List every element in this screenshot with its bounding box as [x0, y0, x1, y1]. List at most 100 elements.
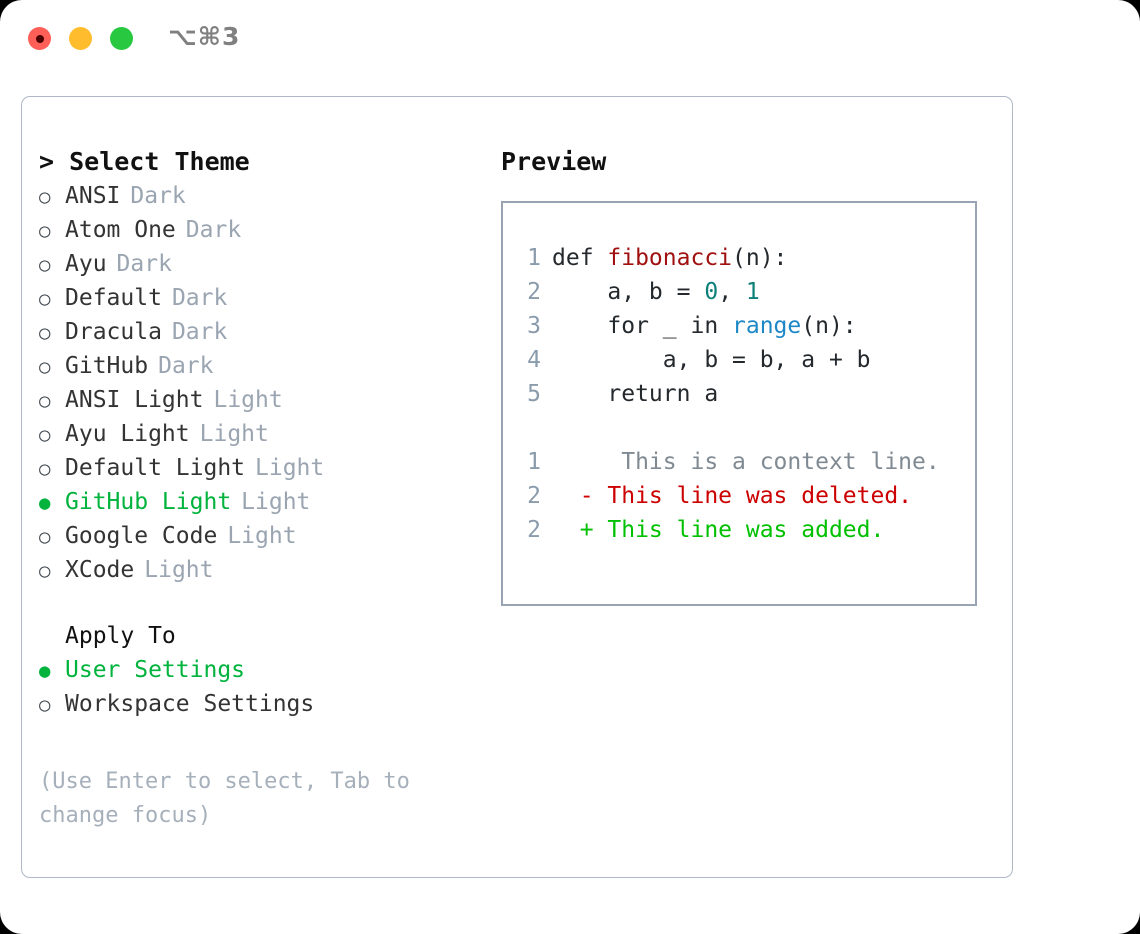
- title-bar: ⌥⌘3: [0, 0, 1140, 78]
- apply-to-section: Apply To ● User Settings ○ Workspace Settin…: [39, 619, 489, 721]
- code-token: ,: [718, 279, 746, 305]
- radio-selected-icon[interactable]: ●: [39, 492, 51, 514]
- theme-option[interactable]: ○ GitHub Dark: [39, 349, 489, 383]
- line-number: 5: [527, 381, 541, 407]
- line-number: 2: [527, 483, 541, 509]
- diff-line-text: - This line was deleted.: [552, 483, 913, 509]
- theme-variant-badge: Light: [227, 523, 297, 549]
- minimize-button[interactable]: [69, 27, 92, 50]
- line-number: 2: [527, 279, 541, 305]
- code-token: for _ in: [552, 313, 733, 339]
- theme-variant-badge: Light: [144, 557, 214, 583]
- diff-sample: 1 This is a context line. 2 - This line w…: [519, 445, 967, 547]
- line-number: 2: [527, 517, 541, 543]
- radio-unselected-icon[interactable]: ○: [39, 220, 51, 242]
- diff-line: 2 - This line was deleted.: [519, 479, 967, 513]
- theme-option-label: Atom One: [65, 217, 176, 243]
- diff-line-text: This is a context line.: [552, 449, 940, 475]
- theme-option-label: Ayu Light: [65, 421, 190, 447]
- code-diff-spacer: [519, 411, 967, 445]
- code-line: 2 a, b = 0, 1: [519, 275, 967, 309]
- theme-variant-badge: Dark: [116, 251, 172, 277]
- code-token: a, b =: [552, 279, 705, 305]
- radio-unselected-icon[interactable]: ○: [39, 356, 51, 378]
- theme-option-label: Ayu: [65, 251, 107, 277]
- theme-variant-badge: Dark: [158, 353, 214, 379]
- theme-variant-badge: Dark: [171, 285, 228, 311]
- theme-option[interactable]: ○ ANSI Dark: [39, 179, 489, 213]
- code-token: range: [732, 313, 802, 339]
- close-button[interactable]: [28, 27, 51, 50]
- radio-unselected-icon[interactable]: ○: [39, 322, 51, 344]
- radio-unselected-icon[interactable]: ○: [39, 390, 51, 412]
- radio-unselected-icon[interactable]: ○: [39, 186, 51, 208]
- theme-variant-badge: Light: [241, 489, 311, 515]
- code-line: 4 a, b = b, a + b: [519, 343, 967, 377]
- code-token: a, b = b, a + b: [552, 347, 871, 373]
- theme-option-label: ANSI: [65, 183, 121, 209]
- radio-unselected-icon[interactable]: ○: [39, 424, 51, 446]
- radio-unselected-icon[interactable]: ○: [39, 694, 51, 716]
- select-theme-header: > Select Theme: [39, 147, 250, 176]
- theme-option-label: Dracula: [65, 319, 162, 345]
- theme-option-label: Default: [65, 285, 162, 311]
- diff-line: 2 + This line was added.: [519, 513, 967, 547]
- theme-option-label: GitHub Light: [65, 489, 232, 515]
- radio-unselected-icon[interactable]: ○: [39, 254, 51, 276]
- theme-variant-badge: Light: [199, 421, 269, 447]
- code-token: fibonacci: [607, 245, 733, 271]
- theme-option[interactable]: ○ Google Code Light: [39, 519, 489, 553]
- apply-to-header: Apply To: [65, 623, 176, 649]
- code-token: 0: [704, 279, 719, 305]
- radio-unselected-icon[interactable]: ○: [39, 288, 51, 310]
- code-line: 3 for _ in range(n):: [519, 309, 967, 343]
- code-line: 5 return a: [519, 377, 967, 411]
- apply-to-list[interactable]: ● User Settings ○ Workspace Settings: [39, 653, 489, 721]
- theme-option[interactable]: ○ XCode Light: [39, 553, 489, 587]
- line-number: 3: [527, 313, 541, 339]
- preview-title: Preview: [501, 147, 607, 176]
- diff-line-text: + This line was added.: [552, 517, 885, 543]
- theme-variant-badge: Dark: [130, 183, 186, 209]
- theme-option-label: Google Code: [65, 523, 218, 549]
- theme-option[interactable]: ○ Ayu Light Light: [39, 417, 489, 451]
- theme-variant-badge: Light: [213, 387, 283, 413]
- code-token: 1: [745, 279, 760, 305]
- theme-option[interactable]: ○ Atom One Dark: [39, 213, 489, 247]
- maximize-button[interactable]: [110, 27, 133, 50]
- apply-to-option-label: User Settings: [65, 657, 246, 683]
- apply-to-option-label: Workspace Settings: [65, 691, 315, 717]
- keyboard-shortcut-label: ⌥⌘3: [168, 22, 241, 51]
- radio-unselected-icon[interactable]: ○: [39, 458, 51, 480]
- line-number: 1: [527, 449, 541, 475]
- code-token: return a: [552, 381, 719, 407]
- apply-to-option[interactable]: ○ Workspace Settings: [39, 687, 489, 721]
- theme-option-label: Default Light: [65, 455, 246, 481]
- theme-option[interactable]: ● GitHub Light Light: [39, 485, 489, 519]
- radio-unselected-icon[interactable]: ○: [39, 526, 51, 548]
- keyboard-hint-text: (Use Enter to select, Tab to change focu…: [39, 769, 410, 828]
- theme-option[interactable]: ○ Ayu Dark: [39, 247, 489, 281]
- code-token: def: [552, 245, 608, 271]
- window-controls: [28, 27, 133, 50]
- radio-selected-icon[interactable]: ●: [39, 660, 51, 682]
- theme-option-label: GitHub: [65, 353, 149, 379]
- theme-option[interactable]: ○ Default Dark: [39, 281, 489, 315]
- line-number: 1: [527, 245, 541, 271]
- radio-unselected-icon[interactable]: ○: [39, 560, 51, 582]
- theme-variant-badge: Dark: [185, 217, 242, 243]
- line-number: 4: [527, 347, 541, 373]
- theme-option-label: XCode: [65, 557, 135, 583]
- apply-to-option[interactable]: ● User Settings: [39, 653, 489, 687]
